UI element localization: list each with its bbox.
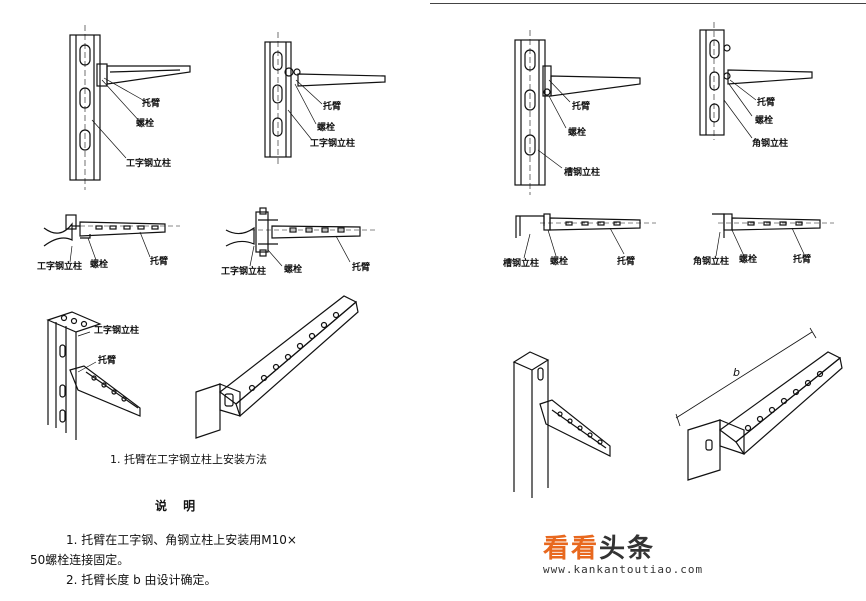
- label-gzg-lizhu-4: 工字钢立柱: [221, 267, 267, 277]
- label-jg-lizhu-2: 角钢立柱: [693, 257, 730, 267]
- figure-caption: 1. 托臂在工字钢立柱上安装方法: [110, 453, 267, 466]
- fig-ibeam-elevation-1: [69, 25, 191, 190]
- label-jg-lizhu-1: 角钢立柱: [752, 139, 789, 149]
- fig-bracket-isometric-1: [195, 295, 359, 439]
- label-tuobi-8: 托臂: [617, 257, 636, 267]
- fig-ibeam-isometric-column: [46, 311, 141, 440]
- label-luoshuan-6: 螺栓: [568, 128, 587, 138]
- label-tuobi-1: 托臂: [142, 99, 161, 109]
- label-tuobi-5: 托臂: [98, 356, 117, 366]
- fig-channel-isometric: [512, 351, 611, 498]
- label-tuobi-3: 托臂: [150, 257, 169, 267]
- label-tuobi-6: 托臂: [572, 102, 591, 112]
- notes-title: 说 明: [155, 499, 202, 513]
- fig-channel-elevation: [514, 30, 641, 195]
- watermark-url: www.kankantoutiao.com: [543, 563, 704, 576]
- label-tuobi-4: 托臂: [352, 263, 371, 273]
- fig-ibeam-elevation-2: [264, 32, 386, 165]
- fig-channel-plan: [515, 213, 656, 259]
- label-luoshuan-3: 螺栓: [90, 260, 109, 270]
- label-luoshuan-7: 螺栓: [755, 116, 774, 126]
- label-gzg-lizhu-2: 工字钢立柱: [310, 139, 356, 149]
- watermark: 看看头条 www.kankantoutiao.com: [543, 528, 703, 576]
- fig-angle-plan: [712, 213, 834, 257]
- note-line-1: 1. 托臂在工字钢、角钢立柱上安装用M10×: [66, 533, 297, 547]
- label-gzg-lizhu-1: 工字钢立柱: [126, 159, 172, 169]
- label-gzg-lizhu-5: 工字钢立柱: [94, 326, 140, 336]
- top-border-line: [430, 0, 866, 4]
- watermark-main-b: 头条: [599, 534, 656, 564]
- label-luoshuan-9: 螺栓: [739, 255, 758, 265]
- label-luoshuan-8: 螺栓: [550, 257, 569, 267]
- fig-ibeam-plan-2: [225, 207, 376, 267]
- label-luoshuan-2: 螺栓: [317, 123, 336, 133]
- label-cg-lizhu-2: 槽钢立柱: [503, 259, 540, 269]
- watermark-logo: 看看头条: [543, 528, 703, 565]
- fig-angle-elevation: [699, 22, 813, 140]
- label-gzg-lizhu-3: 工字钢立柱: [37, 262, 83, 272]
- label-tuobi-7: 托臂: [757, 98, 776, 108]
- dimension-b-label: b: [733, 366, 740, 379]
- fig-bracket-isometric-2: [675, 327, 843, 481]
- note-line-3: 2. 托臂长度 b 由设计确定。: [66, 573, 217, 587]
- label-luoshuan-1: 螺栓: [136, 119, 155, 129]
- watermark-main-a: 看看: [543, 534, 600, 564]
- label-tuobi-9: 托臂: [793, 255, 812, 265]
- label-cg-lizhu-1: 槽钢立柱: [564, 168, 601, 178]
- label-luoshuan-4: 螺栓: [284, 265, 303, 275]
- fig-ibeam-plan-1: [43, 214, 180, 263]
- note-line-2: 50螺栓连接固定。: [30, 553, 130, 567]
- label-tuobi-2: 托臂: [323, 102, 342, 112]
